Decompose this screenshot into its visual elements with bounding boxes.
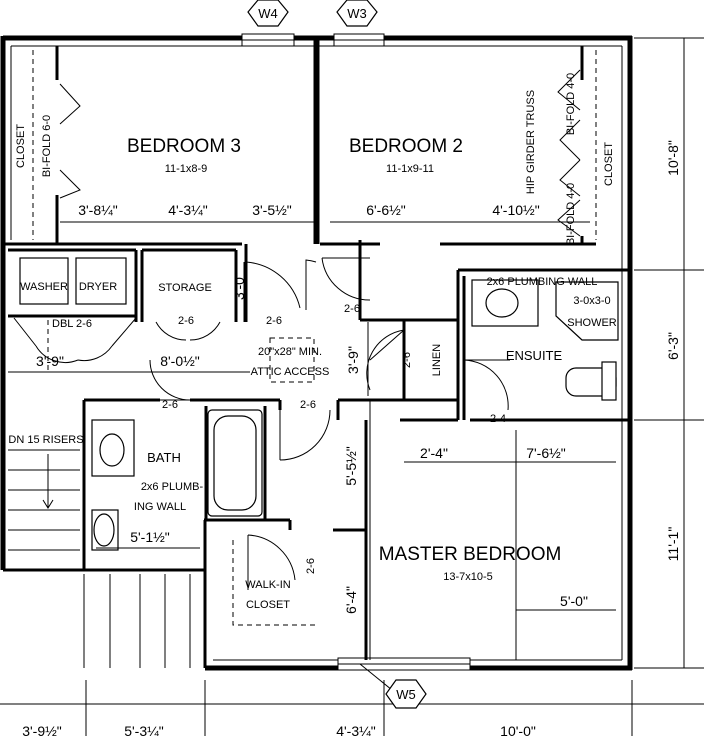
bifold-doors — [59, 69, 581, 237]
dim-bottom-4: 10'-0" — [500, 723, 536, 736]
window-tag-w5-label: W5 — [396, 687, 416, 702]
dim-right-side-2: 6'-3" — [665, 332, 681, 360]
room-walkin-line1: WALK-IN — [245, 579, 290, 591]
dim-master-vert-top: 5'-5½" — [343, 446, 359, 486]
room-bedroom2-name: BEDROOM 2 — [349, 136, 463, 157]
room-bedroom3-name: BEDROOM 3 — [127, 136, 241, 157]
room-master-size: 13-7x10-5 — [443, 571, 493, 583]
dryer-label: DRYER — [79, 281, 117, 293]
shower-enclosure — [555, 281, 619, 341]
window-tag-w3: W3 — [336, 0, 378, 27]
ensuite-plumbing-label: 2x6 PLUMBING WALL — [487, 276, 598, 288]
dim-bed-row-5: 4'-10½" — [492, 202, 539, 218]
hip-truss-label: HIP GIRDER TRUSS — [525, 90, 537, 194]
dim-master-right: 5'-0" — [560, 593, 588, 609]
dim-bottom-1: 3'-9½" — [22, 723, 62, 736]
room-master-name: MASTER BEDROOM — [379, 544, 562, 565]
dryer-box — [75, 257, 127, 305]
bifold-left-label: BI-FOLD 6-0 — [41, 115, 53, 177]
dim-bed-row-4: 6'-6½" — [366, 202, 406, 218]
room-closet-right: CLOSET — [603, 142, 615, 186]
window-tag-w3-label: W3 — [347, 6, 367, 21]
dim-bed-row-1: 3'-8¼" — [78, 202, 118, 218]
bifold-right-top-label: BI-FOLD 4-0 — [565, 73, 577, 135]
room-bedroom3-size: 11-1x8-9 — [165, 163, 208, 175]
door-walkin-size: 2-6 — [305, 558, 317, 574]
room-bedroom2-size: 11-1x9-11 — [386, 163, 434, 175]
stairs-label: DN 15 RISERS — [8, 434, 83, 446]
closet-shelving — [32, 50, 597, 626]
washer-label: WASHER — [20, 281, 68, 293]
room-closet-left: CLOSET — [15, 124, 27, 168]
dim-storage-vert: 3'-0" — [231, 272, 247, 300]
dim-hall-vert: 3'-9" — [345, 346, 361, 374]
dim-right-side-3: 11'-1" — [665, 527, 681, 562]
dim-bottom-3: 4'-3¼" — [336, 723, 376, 736]
attic-line1: 20"x28" MIN. — [258, 346, 322, 358]
dbl-door-label: DBL 2-6 — [52, 318, 92, 330]
door-storage-size: 2-6 — [178, 315, 194, 327]
dim-master-vert-bottom: 6'-4" — [343, 586, 359, 614]
door-swings — [13, 257, 510, 590]
dim-bottom-2: 5'-3¼" — [124, 723, 164, 736]
interior-walls — [3, 40, 630, 660]
stairs — [8, 449, 191, 668]
dimension-lines — [0, 37, 704, 736]
room-linen: LINEN — [431, 344, 443, 376]
dim-master-row-2: 7'-6½" — [526, 445, 566, 461]
room-walkin-line2: CLOSET — [246, 599, 290, 611]
bifold-right-bottom-label: BI-FOLD 4-0 — [565, 183, 577, 245]
door-bath-left-size: 2-6 — [162, 399, 178, 411]
shower-label-size: 3-0x3-0 — [573, 295, 610, 307]
window-tag-w4: W4 — [247, 0, 289, 27]
door-linen-size: 2-6 — [401, 352, 413, 368]
attic-line2: ATTIC ACCESS — [251, 366, 330, 378]
dim-master-row-1: 2'-4" — [420, 445, 448, 461]
dim-bed-row-3: 3'-5½" — [252, 202, 292, 218]
bath-plumbing-line2: ING WALL — [134, 501, 186, 513]
dim-hall-row-1: 3'-9" — [36, 353, 64, 369]
dim-right-side-1: 10'-8" — [665, 140, 681, 176]
window-tag-w4-label: W4 — [258, 6, 278, 21]
window-tag-w5: W5 — [385, 679, 427, 709]
room-bath: BATH — [147, 450, 181, 465]
dim-hall-row-2: 8'-0½" — [160, 353, 200, 369]
room-storage: STORAGE — [158, 282, 212, 294]
dim-bath-tub: 5'-1½" — [130, 529, 170, 545]
exterior-walls — [0, 35, 633, 671]
door-bed2-size: 2-6 — [344, 303, 360, 315]
dim-bed-row-2: 4'-3¼" — [168, 202, 208, 218]
door-ensuite-size: 2-4 — [490, 413, 506, 425]
door-bath-right-size: 2-6 — [300, 399, 316, 411]
shower-label-name: SHOWER — [567, 317, 617, 329]
fixtures — [19, 257, 619, 551]
door-bed3-size: 2-6 — [266, 315, 282, 327]
room-ensuite: ENSUITE — [506, 348, 563, 363]
window-openings — [241, 33, 471, 671]
washer-box — [19, 257, 69, 305]
bath-plumbing-line1: 2x6 PLUMB- — [141, 481, 204, 493]
